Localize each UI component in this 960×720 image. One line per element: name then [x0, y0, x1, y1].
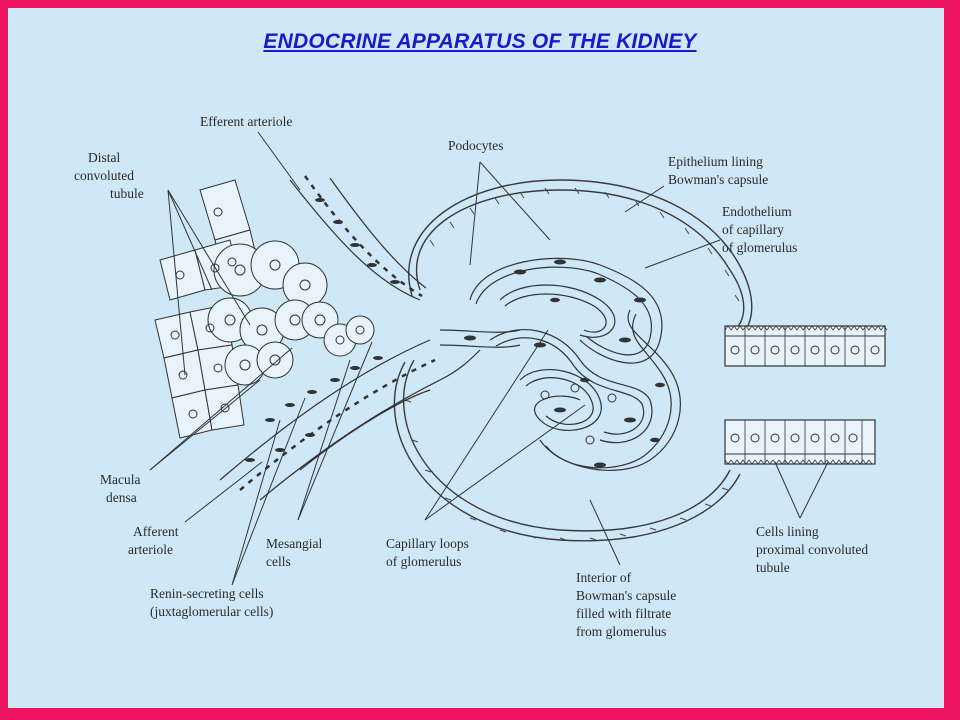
label-macula-line2: densa	[106, 490, 137, 505]
label-epithelium-line2: Bowman's capsule	[668, 172, 768, 187]
label-proximal-cells: Cells lining proximal convoluted tubule	[756, 524, 868, 575]
glomerulus-nuclei	[464, 259, 665, 468]
label-efferent-arteriole: Efferent arteriole	[200, 114, 292, 129]
label-interior-line4: from glomerulus	[576, 624, 666, 639]
label-distal-line3: tubule	[110, 186, 144, 201]
bowmans-capsule	[393, 179, 753, 542]
slide-title: ENDOCRINE APPARATUS OF THE KIDNEY	[263, 30, 697, 53]
label-distal-line2: convoluted	[74, 168, 134, 183]
label-afferent-arteriole: Afferent arteriole	[128, 524, 179, 557]
label-distal-tubule: Distal convoluted tubule	[74, 150, 144, 201]
leader-lines	[149, 131, 829, 586]
glomerular-loops	[439, 257, 681, 471]
label-cells-line3: tubule	[756, 560, 790, 575]
label-epithelium: Epithelium lining Bowman's capsule	[668, 154, 768, 187]
label-epithelium-line1: Epithelium lining	[668, 154, 763, 169]
label-interior-line3: filled with filtrate	[576, 606, 671, 621]
label-interior-line2: Bowman's capsule	[576, 588, 676, 603]
label-endothelium-line1: Endothelium	[722, 204, 792, 219]
label-cells-line1: Cells lining	[756, 524, 819, 539]
label-afferent-line2: arteriole	[128, 542, 173, 557]
label-distal-line1: Distal	[88, 150, 120, 165]
label-macula-line1: Macula	[100, 472, 140, 487]
label-afferent-line1: Afferent	[133, 524, 179, 539]
efferent-arteriole	[289, 175, 427, 301]
distal-tubule-nuclei	[170, 207, 365, 419]
label-interior-line1: Interior of	[576, 570, 632, 585]
label-capillary-line2: of glomerulus	[386, 554, 461, 569]
label-endothelium-line3: of glomerulus	[722, 240, 797, 255]
label-macula-densa: Macula densa	[100, 472, 140, 505]
label-endothelium-line2: of capillary	[722, 222, 784, 237]
label-endothelium: Endothelium of capillary of glomerulus	[722, 204, 797, 255]
label-mesangial-line2: cells	[266, 554, 291, 569]
label-podocytes: Podocytes	[448, 138, 504, 153]
label-mesangial: Mesangial cells	[266, 536, 322, 569]
label-capillary-loops: Capillary loops of glomerulus	[386, 536, 469, 569]
afferent-arteriole	[219, 339, 481, 501]
proximal-tubule-top	[724, 325, 888, 367]
label-renin-line1: Renin-secreting cells	[150, 586, 264, 601]
label-mesangial-line1: Mesangial	[266, 536, 322, 551]
distal-tubule-cells	[154, 179, 375, 439]
label-interior-bowman: Interior of Bowman's capsule filled with…	[576, 570, 676, 639]
juxtaglomerular-granules	[245, 198, 400, 462]
label-renin: Renin-secreting cells (juxtaglomerular c…	[150, 586, 273, 619]
label-capillary-line1: Capillary loops	[386, 536, 469, 551]
proximal-tubule-bottom	[724, 419, 876, 465]
label-cells-line2: proximal convoluted	[756, 542, 868, 557]
label-renin-line2: (juxtaglomerular cells)	[150, 604, 273, 619]
